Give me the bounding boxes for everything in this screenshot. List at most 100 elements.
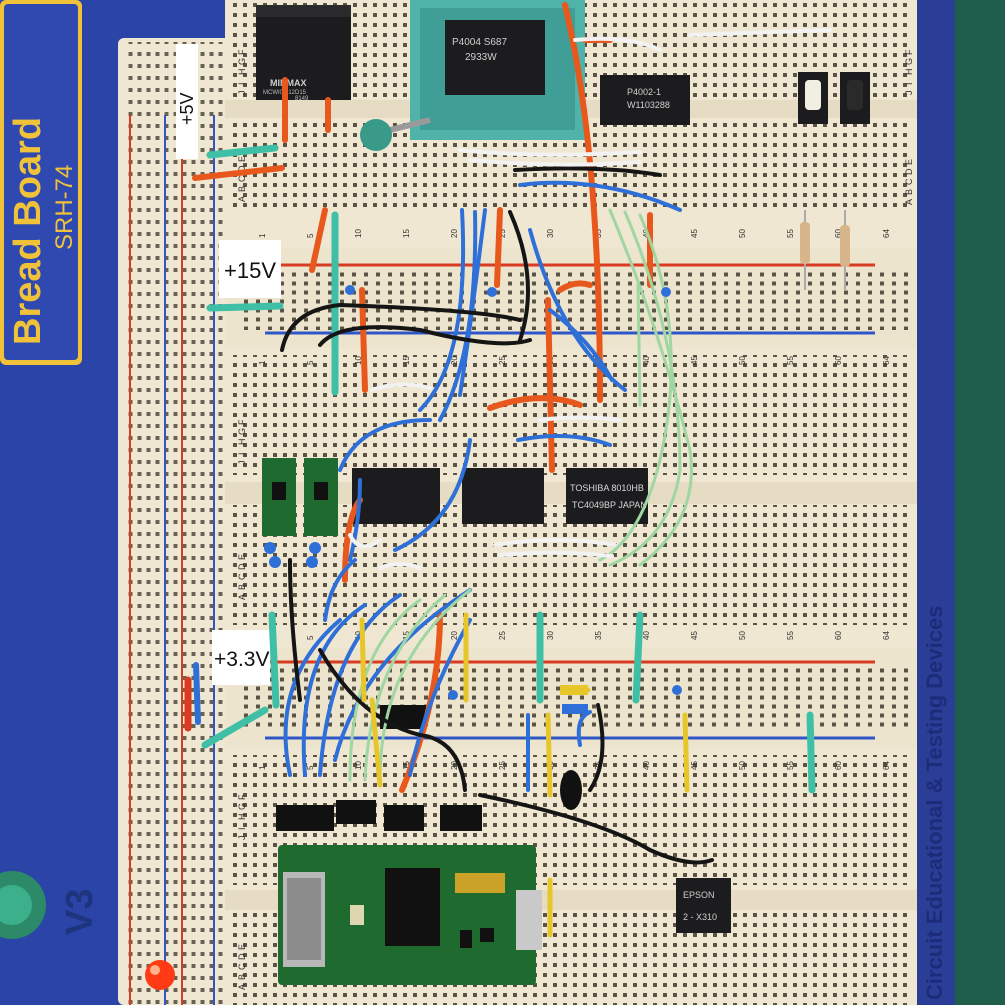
breakout-board-2 [304,458,338,568]
column-number: 60 [834,631,843,640]
row-letter-upper: G [904,58,914,65]
row-letter-upper: J [904,91,914,96]
row-letter-lower: C [237,175,247,182]
column-number: 10 [354,761,363,770]
row-letter-lower: D [237,953,247,960]
row-letter-upper: G [237,428,247,435]
row-letter-upper: J [237,461,247,466]
column-number: 30 [546,631,555,640]
row-letter-upper: I [237,82,247,85]
column-number: 64 [882,229,891,238]
breakout-board-1 [262,458,296,568]
column-number: 25 [498,631,507,640]
p4002-line2: W1103288 [627,100,670,110]
push-button-2[interactable] [840,72,870,124]
label-15v: +15V [219,240,281,298]
row-letter-lower: A [904,199,914,205]
column-number: 15 [402,761,411,770]
buzzer [560,770,582,810]
column-number: 50 [738,229,747,238]
zif-chip-line2: 2933W [465,52,497,63]
row-letter-lower: A [237,984,247,990]
label-3v3-text: +3.3V [214,648,269,671]
column-number: 55 [786,631,795,640]
zif-socket: P4004 S687 2933W [360,0,585,151]
label-15v-text: +15V [224,258,276,283]
column-number: 60 [834,356,843,365]
dcdc-converter: MINMAX MCWI03-12D15 8149 [256,5,351,102]
label-3v3: +3.3V [212,630,270,685]
column-number: 5 [306,360,315,365]
column-number: 5 [306,635,315,640]
toshiba-line1: TOSHIBA 8010HB [570,483,644,493]
column-number: 45 [690,356,699,365]
column-number: 1 [258,233,267,238]
power-rail-15v [225,248,917,348]
column-number: 64 [882,761,891,770]
column-number: 35 [594,631,603,640]
column-number: 5 [306,765,315,770]
epson-chip: EPSON 2 - X310 [676,878,731,933]
column-number: 30 [546,229,555,238]
brand-model: SRH-74 [51,165,78,250]
row-letter-upper: J [237,836,247,841]
column-number: 35 [594,229,603,238]
column-number: 64 [882,356,891,365]
row-letter-lower: E [237,554,247,560]
row-letter-lower: A [237,196,247,202]
row-letter-upper: G [237,803,247,810]
column-number: 10 [354,229,363,238]
column-number: 25 [498,356,507,365]
label-5v: +5V [176,44,198,159]
column-number: 45 [690,631,699,640]
epson-line1: EPSON [683,890,715,900]
row-letter-lower: D [904,168,914,175]
row-letter-lower: B [237,584,247,590]
column-number: 50 [738,761,747,770]
column-number: 20 [450,356,459,365]
row-letter-lower: B [237,974,247,980]
brand-name: Bread Board [7,117,49,345]
column-number: 1 [258,765,267,770]
row-letter-lower: E [904,159,914,165]
column-number: 20 [450,761,459,770]
epson-line2: 2 - X310 [683,912,717,922]
ic-b [462,468,544,524]
column-number: 15 [402,229,411,238]
row-letter-upper: H [237,814,247,821]
row-letter-lower: D [237,165,247,172]
row-letter-upper: I [237,452,247,455]
column-number: 60 [834,229,843,238]
row-letter-lower: C [904,178,914,185]
column-number: 45 [690,761,699,770]
column-number: 40 [642,631,651,640]
resistor-2 [840,210,850,290]
row-letter-upper: F [237,49,247,55]
column-number: 50 [738,356,747,365]
row-letter-lower: B [237,186,247,192]
column-number: 15 [402,631,411,640]
column-number: 60 [834,761,843,770]
p4002-chip: P4002-1 W1103288 [600,75,690,125]
row-letter-lower: E [237,944,247,950]
dcdc-line1: MINMAX [270,78,307,88]
zif-lever-knob[interactable] [360,119,392,151]
row-letter-lower: A [237,594,247,600]
toshiba-line2: TC4049BP JAPAN [572,500,647,510]
dcdc-line3: 8149 [295,96,309,102]
row-letter-upper: G [237,58,247,65]
row-letter-upper: H [237,439,247,446]
side-text: Circuit Educational & Testing Devices [922,606,947,1000]
row-letter-lower: C [237,963,247,970]
p4002-line1: P4002-1 [627,87,661,97]
push-button-1[interactable] [798,72,828,124]
zif-chip-line1: P4004 S687 [452,37,507,48]
row-letter-upper: J [237,91,247,96]
version-mark: V3 [59,889,101,935]
row-letter-upper: I [904,82,914,85]
row-letter-upper: I [237,827,247,830]
column-number: 25 [498,761,507,770]
